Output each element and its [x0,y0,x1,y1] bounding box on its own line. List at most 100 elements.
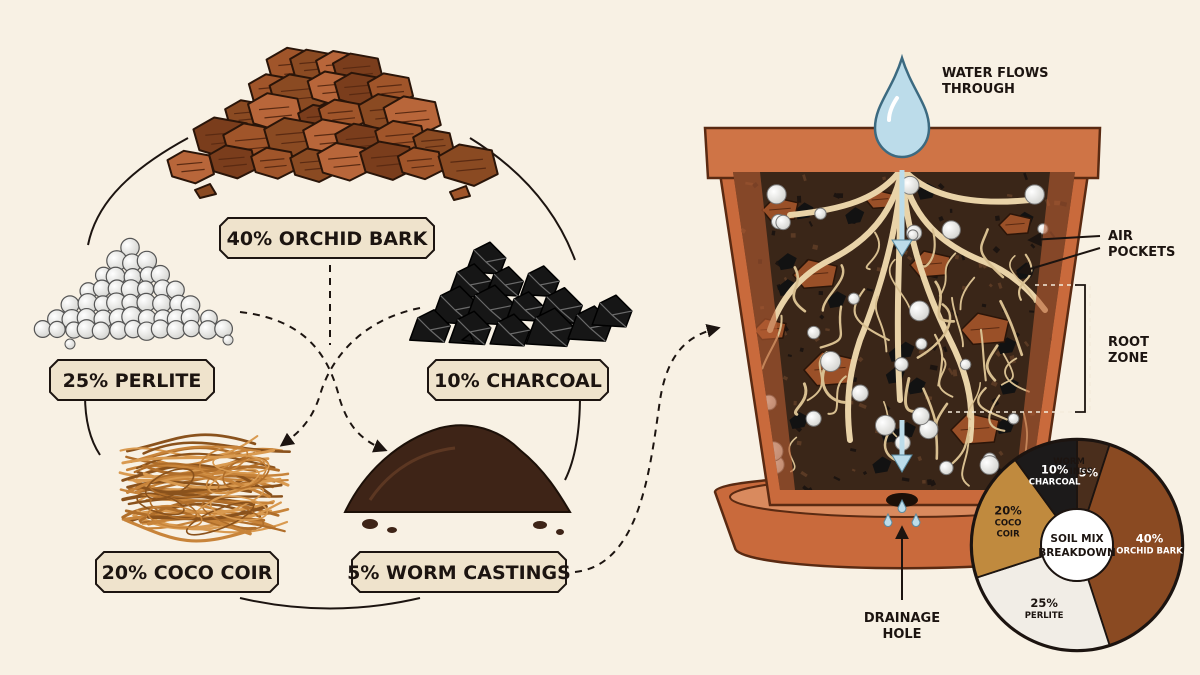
charcoal-chunk [409,309,451,343]
perlite-bead [166,320,186,340]
worm-castings-illustration [343,424,572,535]
perlite-bead [814,207,827,220]
charcoal-chunk [448,310,492,346]
banner-worm-castings: 5% WORM CASTINGS [347,551,571,593]
water-drop-icon [873,53,931,159]
donut-label: 10% [1041,463,1069,477]
coco-coir-illustration [118,433,291,543]
donut-label: ORCHID BARK [1116,547,1183,557]
charcoal-bit [872,456,892,474]
perlite-bead [909,300,930,322]
banner-perlite: 25% PERLITE [49,359,215,401]
charcoal-chunk [525,307,575,348]
coir-strand [127,495,284,506]
bark-chunk [208,144,258,180]
orchid-bark-illustration [166,46,499,201]
donut-slices [971,439,1183,651]
main-root [767,172,905,333]
circle-arc-bottom [239,597,421,610]
charcoal-bit [827,291,847,309]
charcoal-bit [789,411,809,429]
callout-air-line1: AIR [1108,229,1133,244]
charcoal-bit [999,377,1019,395]
perlite-bead [979,455,1000,475]
charcoal-chunk [506,291,544,322]
circle-arc-right [564,394,581,481]
charcoal-chunk [520,265,560,298]
perlite-bead [766,184,787,205]
label-coco-coir: 20% COCO COIR [102,562,273,584]
perlite-bead [941,220,961,240]
callout-root-line2: ZONE [1108,351,1148,366]
donut-label: CHARCOAL [1029,478,1081,488]
coir-strand [136,501,282,531]
donut-label: 25% [1030,596,1058,610]
label-charcoal: 10% CHARCOAL [434,370,602,392]
callout-air-line2: POCKETS [1108,245,1175,260]
main-root [787,172,905,218]
donut-hole [1040,508,1114,582]
perlite-illustration [33,237,234,350]
donut-label: COIR [996,530,1020,540]
main-root [845,172,905,443]
callout-drain-line2: HOLE [882,627,921,642]
charcoal-chunk [489,313,531,347]
donut-label: PERLITE [1025,611,1064,621]
coir-strand [123,518,252,543]
donut-label: 40% [1136,532,1164,546]
main-root [899,172,975,443]
banner-charcoal: 10% CHARCOAL [427,359,609,401]
perlite-bead [91,321,111,340]
perlite-bead [1007,412,1020,425]
perlite-bead [182,319,201,338]
donut-label: COCO [995,519,1022,529]
coir-strand [121,448,276,465]
donut-center-line1: SOIL MIX [1050,533,1103,545]
charcoal-illustration [409,241,633,348]
callout-root-line1: ROOT [1108,335,1149,350]
perlite-bead [851,384,869,402]
perlite-bead [894,357,909,372]
callout-water-line1: WATER FLOWS [942,66,1049,81]
perlite-bead [911,406,931,426]
callout-drain-line1: DRAINAGE [864,611,940,626]
circle-arc-left [84,394,101,456]
bark-chunk [250,146,297,180]
dashed-charcoal-to-coir [279,307,421,447]
charcoal-bit [906,377,926,395]
coir-strand [135,452,276,470]
donut-label: 20% [994,504,1022,518]
label-worm-castings: 5% WORM CASTINGS [347,562,571,584]
label-perlite: 25% PERLITE [63,370,202,392]
bark-chunk [166,149,215,185]
perlite-bead [959,358,972,371]
coir-strand [146,504,268,521]
donut-label: 5% [1079,465,1099,479]
charcoal-bit [777,253,797,271]
coir-strand [142,464,280,476]
perlite-bead [807,325,821,340]
perlite-bead [820,350,842,372]
donut-center-line2: BREAKDOWN [1038,547,1116,559]
donut-outside-label: CASTINGS [1045,467,1093,477]
perlite-bead [1024,184,1045,205]
dashed-to-pot [574,323,721,573]
coir-strand [129,445,262,464]
perlite-bead [48,320,66,339]
perlite-bead [939,460,954,476]
perlite-bead [775,214,791,231]
callout-water-line2: THROUGH [942,82,1015,97]
perlite-bead [915,337,928,350]
pot-callouts: WATER FLOWS THROUGH AIR POCKETS ROOT ZON… [864,66,1175,642]
label-orchid-bark: 40% ORCHID BARK [227,228,429,250]
charcoal-bit [845,207,865,225]
banner-coco-coir: 20% COCO COIR [95,551,279,593]
perlite-bead [805,410,822,427]
charcoal-chunk [591,294,633,328]
perlite-bead [874,414,896,436]
circle-arc-top-left [87,137,189,246]
